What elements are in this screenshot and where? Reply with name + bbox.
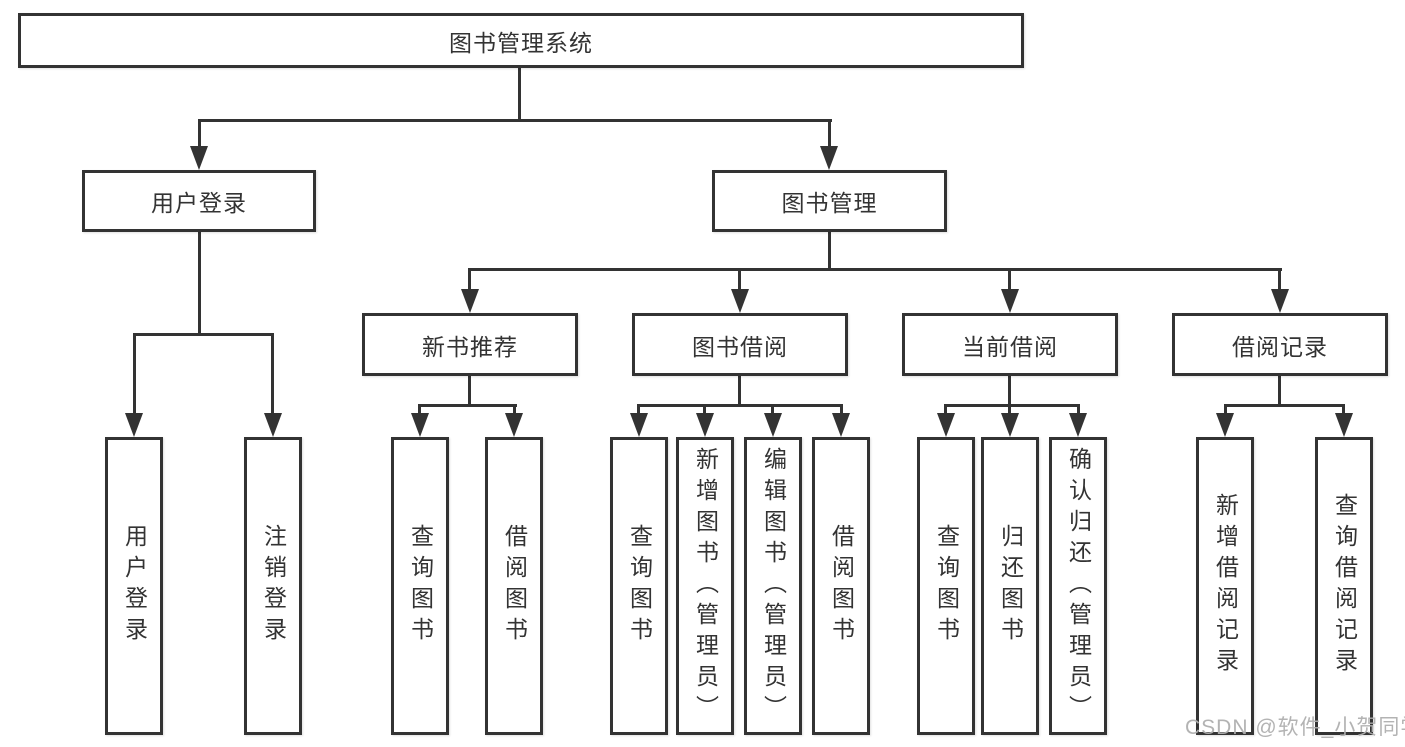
connector-line <box>468 268 471 292</box>
arrowhead-icon <box>731 289 749 313</box>
arrowhead-icon <box>764 413 782 437</box>
connector-line <box>1008 404 1011 418</box>
leaf-borrow-add-books-admin: 新增图书（管理员） <box>676 437 734 735</box>
connector-line <box>828 119 831 151</box>
leaf-logout: 注销登录 <box>244 437 302 735</box>
node-book-management: 图书管理 <box>712 170 947 232</box>
connector-line <box>198 119 201 151</box>
connector-line <box>198 232 201 336</box>
arrowhead-icon <box>696 413 714 437</box>
connector-line <box>738 376 741 407</box>
arrowhead-icon <box>1216 413 1234 437</box>
connector-line <box>418 404 421 418</box>
leaf-borrow-query-books: 查询图书 <box>610 437 668 735</box>
connector-line <box>703 404 706 418</box>
connector-line <box>418 404 517 407</box>
arrowhead-icon <box>1069 413 1087 437</box>
leaf-current-return-books: 归还图书 <box>981 437 1039 735</box>
connector-line <box>1224 404 1227 418</box>
connector-line <box>1077 404 1080 418</box>
connector-line <box>637 404 640 418</box>
connector-line <box>468 268 1282 271</box>
leaf-newbooks-borrow-books: 借阅图书 <box>485 437 543 735</box>
leaf-borrow-borrow-books: 借阅图书 <box>812 437 870 735</box>
connector-line <box>1278 268 1281 292</box>
connector-line <box>637 404 843 407</box>
arrowhead-icon <box>937 413 955 437</box>
arrowhead-icon <box>411 413 429 437</box>
csdn-watermark: CSDN @软件_小贺同学 <box>1185 716 1405 739</box>
arrowhead-icon <box>125 413 143 437</box>
arrowhead-icon <box>264 413 282 437</box>
connector-line <box>1008 376 1011 407</box>
leaf-user-login: 用户登录 <box>105 437 163 735</box>
node-current-borrowing: 当前借阅 <box>902 313 1118 376</box>
leaf-records-query-record: 查询借阅记录 <box>1315 437 1373 735</box>
connector-line <box>738 268 741 292</box>
connector-line <box>1008 268 1011 292</box>
connector-line <box>1224 404 1345 407</box>
node-book-borrowing: 图书借阅 <box>632 313 848 376</box>
connector-line <box>468 376 471 407</box>
arrowhead-icon <box>461 289 479 313</box>
leaf-current-query-books: 查询图书 <box>917 437 975 735</box>
arrowhead-icon <box>1001 413 1019 437</box>
leaf-borrow-edit-books-admin: 编辑图书（管理员） <box>744 437 802 735</box>
leaf-current-confirm-return-admin: 确认归还（管理员） <box>1049 437 1107 735</box>
connector-line <box>133 333 274 336</box>
leaf-records-add-record: 新增借阅记录 <box>1196 437 1254 735</box>
node-borrow-records: 借阅记录 <box>1172 313 1388 376</box>
arrowhead-icon <box>832 413 850 437</box>
connector-line <box>944 404 947 418</box>
connector-line <box>198 119 832 122</box>
connector-line <box>1342 404 1345 418</box>
node-user-login: 用户登录 <box>82 170 316 232</box>
arrowhead-icon <box>820 146 838 170</box>
arrowhead-icon <box>505 413 523 437</box>
connector-line <box>518 66 521 121</box>
connector-line <box>771 404 774 418</box>
connector-line <box>944 404 1080 407</box>
connector-line <box>840 404 843 418</box>
arrowhead-icon <box>1001 289 1019 313</box>
arrowhead-icon <box>190 146 208 170</box>
connector-line <box>828 232 831 270</box>
arrowhead-icon <box>630 413 648 437</box>
connector-line <box>133 333 136 417</box>
arrowhead-icon <box>1271 289 1289 313</box>
connector-line <box>271 333 274 417</box>
node-system-root: 图书管理系统 <box>18 13 1024 68</box>
connector-line <box>513 404 516 418</box>
leaf-newbooks-query-books: 查询图书 <box>391 437 449 735</box>
arrowhead-icon <box>1335 413 1353 437</box>
node-new-book-recommend: 新书推荐 <box>362 313 578 376</box>
connector-line <box>1278 376 1281 407</box>
